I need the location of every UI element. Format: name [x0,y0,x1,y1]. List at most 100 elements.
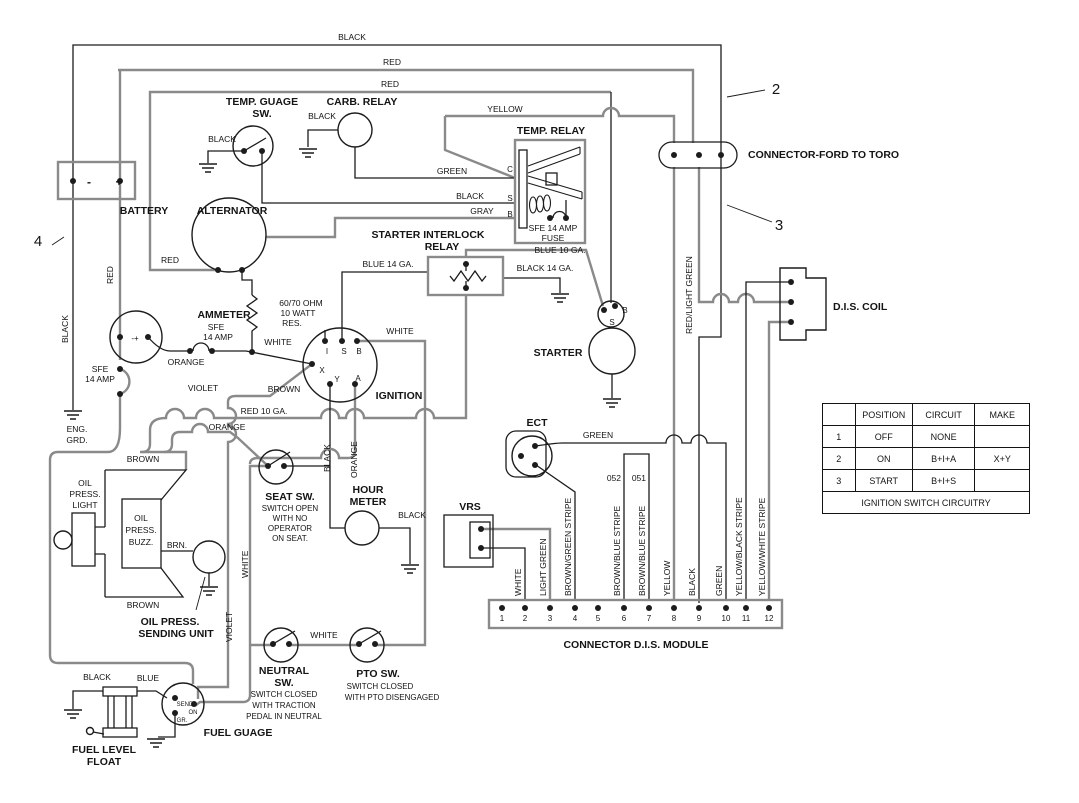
dis-module-connector-box [487,598,784,630]
label-fuse: FUSE [542,233,565,243]
switch-lever [267,451,291,467]
temp-relay-armature-bar [518,149,528,229]
label-sending-unit: SENDING UNIT [138,628,214,640]
terminal-dot [354,338,360,344]
label-red: RED [161,255,179,265]
label-white: WHITE [513,568,523,596]
fuel-float-bottom-cap [102,727,138,738]
label-hour: HOUR [353,484,384,496]
label-fuel-guage: FUEL GUAGE [204,727,273,739]
wire [745,281,791,600]
table-col-header: MAKE [974,403,1030,426]
wire [48,427,195,684]
label-s: S [609,318,614,327]
connector-ford-to-toro-oval [658,141,738,169]
starter-solenoid [597,300,625,328]
label-white: WHITE [264,337,292,347]
terminal-dot [601,307,607,313]
module-pin-dot [696,605,702,611]
label-b: B [507,210,512,219]
module-pin-dot [572,605,578,611]
terminal-dot [547,215,553,221]
label-60-70-ohm: 60/70 OHM [279,298,322,308]
terminal-dot [241,148,247,154]
wire [726,89,766,98]
label-b: B [622,306,627,315]
table-col-header [822,403,856,426]
oil-press-light-box [71,512,96,567]
wire [148,90,611,272]
terminal-dot [117,178,123,184]
table-cell: NONE [911,425,976,448]
wire [241,270,253,295]
label-brown-green-stripe: BROWN/GREEN STRIPE [563,497,573,596]
label-relay: RELAY [425,241,460,253]
label-black: BLACK [308,111,336,121]
label-vrs: VRS [459,501,481,513]
wire [118,367,131,428]
wire [92,731,105,735]
label-carb-relay: CARB. RELAY [327,96,398,108]
label-with-no: WITH NO [273,514,308,523]
hour-meter [344,510,380,546]
starter [588,327,636,375]
temp-relay-contact [545,172,558,186]
label-buzz: BUZZ. [129,537,154,547]
terminal-dot [788,279,794,285]
label-fuel-level: FUEL LEVEL [72,744,137,756]
label-brown: BROWN [127,600,160,610]
wire [248,384,357,465]
label-: -+ [131,334,139,343]
label-switch-closed: SWITCH CLOSED [251,690,318,699]
label-sfe-14-amp: SFE 14 AMP [529,223,578,233]
terminal-dot [718,152,724,158]
ammeter [109,310,163,364]
relay-coil [528,196,538,214]
terminal-dot [249,349,255,355]
table-cell: OFF [854,425,913,448]
label-orange: ORANGE [349,441,359,478]
wire [503,277,561,293]
wire [481,547,526,600]
battery-box [56,160,137,201]
label-oil: OIL [134,513,148,523]
label-yellow-white-stripe: YELLOW/WHITE STRIPE [757,497,767,596]
wire [354,147,515,179]
label-violet: VIOLET [188,383,218,393]
label-seat-sw: SEAT SW. [265,491,314,503]
fuel-float-lever-pivot [85,726,95,736]
label-black: BLACK [60,315,70,343]
label-alternator: ALTERNATOR [197,205,268,217]
table-cell: 3 [822,469,856,492]
terminal-dot [209,348,215,354]
oil-press-light-bulb [53,530,73,550]
wire [535,434,727,600]
label-temp-guage: TEMP. GUAGE [226,96,298,108]
terminal-dot [281,463,287,469]
alternator [191,197,267,273]
wire [464,248,605,307]
seat-switch [258,449,294,485]
label-eng: ENG. [67,424,88,434]
wire [261,152,515,204]
table-cell: START [854,469,913,492]
wire [481,527,552,600]
label-starter-interlock: STARTER INTERLOCK [372,229,485,241]
label-red-10-ga: RED 10 GA. [241,406,288,416]
starter-interlock-relay-box [426,255,505,297]
label-black-14-ga: BLACK 14 GA. [517,263,574,273]
label-battery: BATTERY [120,205,168,217]
label-black: BLACK [687,568,697,596]
label-meter: METER [350,496,387,508]
ignition-switch [302,327,378,403]
terminal-dot [322,338,328,344]
relay-coil [535,195,545,213]
terminal-dot [172,710,178,716]
terminal-dot [518,453,524,459]
ground-symbol [603,398,621,408]
wire [535,464,576,600]
terminal-dot [612,303,618,309]
